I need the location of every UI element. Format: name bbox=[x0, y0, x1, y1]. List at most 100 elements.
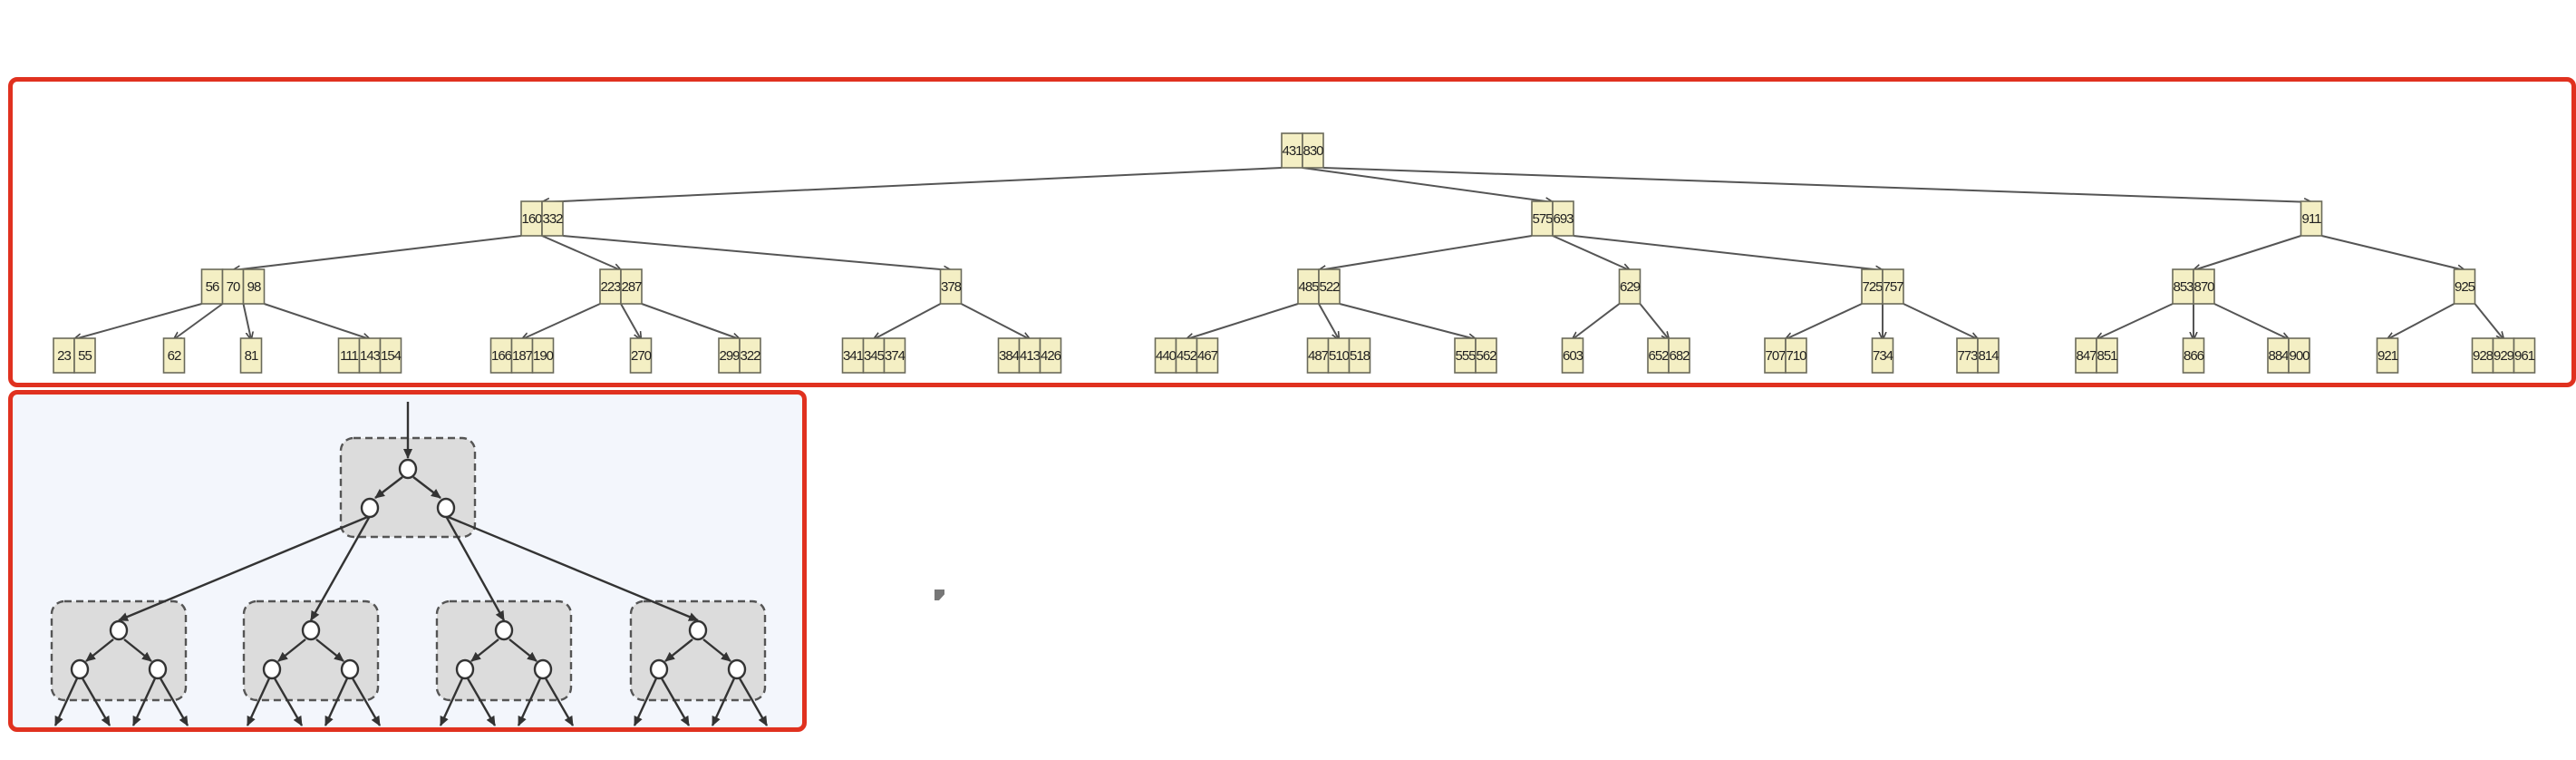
btree-key: 431 bbox=[1282, 143, 1303, 159]
btree-key: 928 bbox=[2473, 348, 2494, 364]
edge bbox=[702, 638, 731, 662]
edge bbox=[85, 638, 114, 662]
edge bbox=[315, 638, 344, 662]
btree-key-cell bbox=[620, 268, 643, 305]
block-link-arrow bbox=[445, 514, 699, 622]
tree-node-circle bbox=[436, 497, 456, 519]
cursor-icon bbox=[935, 589, 944, 600]
btree-edge bbox=[174, 303, 224, 339]
btree-edge bbox=[620, 303, 641, 339]
block-group bbox=[629, 599, 767, 702]
btree-key: 467 bbox=[1197, 348, 1218, 364]
btree-edge bbox=[1552, 235, 1630, 270]
btree-key: 81 bbox=[245, 348, 258, 364]
btree-key-cell bbox=[73, 337, 96, 374]
leaf-arrow bbox=[246, 677, 271, 726]
btree-edge bbox=[874, 303, 941, 339]
btree-node: 629 bbox=[1618, 268, 1641, 305]
btree-key-cell bbox=[379, 337, 402, 374]
btree-key: 98 bbox=[247, 279, 261, 295]
edge bbox=[374, 476, 403, 499]
btree-edge bbox=[2097, 303, 2174, 339]
btree-key: 187 bbox=[512, 348, 533, 364]
edge bbox=[123, 638, 152, 662]
btree-edge bbox=[522, 303, 601, 339]
tree-node-circle bbox=[398, 458, 418, 480]
btree-edge bbox=[1573, 303, 1621, 339]
btree-key-cell bbox=[2300, 200, 2323, 237]
btree-key-cell bbox=[1552, 200, 1574, 237]
btree-key: 111 bbox=[340, 348, 358, 364]
leaf-arrow bbox=[81, 677, 111, 726]
leaf-arrow bbox=[660, 677, 691, 726]
tree-node-circle bbox=[340, 658, 360, 680]
btree-key: 814 bbox=[1978, 348, 1999, 364]
btree-key-cell bbox=[2288, 337, 2310, 374]
btree-key: 603 bbox=[1563, 348, 1583, 364]
btree-key: 341 bbox=[843, 348, 864, 364]
btree-key-cell bbox=[2453, 268, 2476, 305]
btree-key: 884 bbox=[2268, 348, 2289, 364]
block-group bbox=[435, 599, 573, 702]
tree-node-circle bbox=[649, 658, 669, 680]
btree-key-cell bbox=[2376, 337, 2399, 374]
leaf-arrow bbox=[439, 677, 464, 726]
edge bbox=[508, 638, 537, 662]
btree-key: 757 bbox=[1883, 279, 1903, 295]
btree-highlight-frame bbox=[8, 77, 2576, 387]
btree-key: 166 bbox=[491, 348, 512, 364]
btree-node: 921 bbox=[2376, 337, 2399, 374]
btree-node: 603 bbox=[1561, 337, 1584, 374]
tree-node-circle bbox=[109, 619, 129, 641]
block-link-arrow bbox=[309, 515, 372, 621]
tree-node-circle bbox=[360, 497, 380, 519]
btree-key: 773 bbox=[1957, 348, 1978, 364]
btree-key: 190 bbox=[533, 348, 554, 364]
btree-key: 575 bbox=[1532, 211, 1553, 227]
btree-node: 270 bbox=[629, 337, 653, 374]
btree-edge bbox=[2474, 303, 2504, 339]
btree-key: 332 bbox=[542, 211, 563, 227]
tree-node-circle bbox=[494, 619, 514, 641]
btree-edge bbox=[562, 235, 951, 270]
btree-key-cell bbox=[629, 337, 653, 374]
btree-node: 734 bbox=[1871, 337, 1894, 374]
tree-node-circle bbox=[148, 658, 168, 680]
btree-key: 870 bbox=[2193, 279, 2214, 295]
btree-key: 62 bbox=[168, 348, 181, 364]
btree-node: 62 bbox=[162, 337, 186, 374]
btree-edge bbox=[2387, 303, 2455, 339]
btree-edge bbox=[1318, 303, 1339, 339]
btree-key: 710 bbox=[1786, 348, 1806, 364]
btree-node: 81 bbox=[239, 337, 263, 374]
edge bbox=[412, 476, 441, 499]
btree-key: 555 bbox=[1455, 348, 1476, 364]
btree-key: 299 bbox=[719, 348, 740, 364]
btree-edge bbox=[1186, 303, 1299, 339]
btree-edge bbox=[1786, 303, 1863, 339]
btree-edge bbox=[2213, 303, 2289, 339]
btree-edge bbox=[541, 235, 621, 270]
tree-node-circle bbox=[301, 619, 321, 641]
btree-edge bbox=[2321, 235, 2465, 270]
btree-edge bbox=[1903, 303, 1978, 339]
block-group bbox=[50, 599, 188, 702]
btree-key-cell bbox=[1882, 268, 1904, 305]
btree-edge bbox=[961, 303, 1031, 339]
btree-key-cell bbox=[162, 337, 186, 374]
btree-edge bbox=[264, 303, 371, 339]
